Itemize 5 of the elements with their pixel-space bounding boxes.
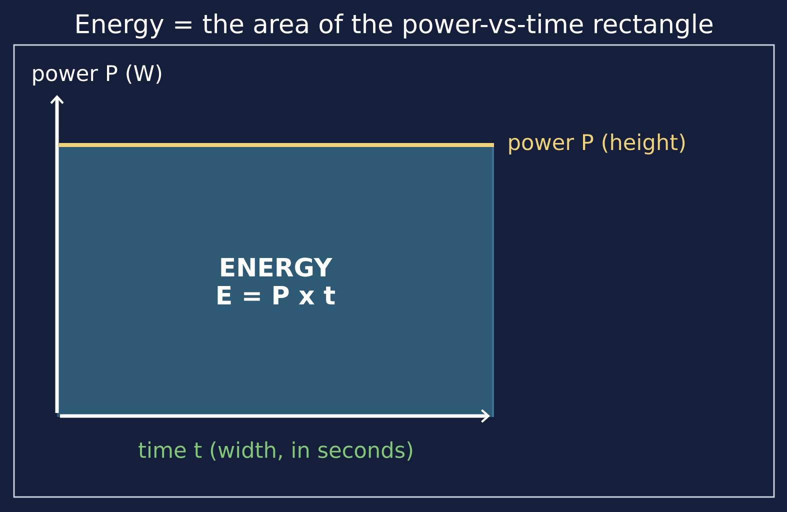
height-label: power P (height) — [509, 134, 685, 154]
energy-area: ENERGY E = P x t — [57, 145, 494, 417]
axis-label: time t (width, in seconds) — [138, 441, 412, 461]
title: Energy = the area of the power-vs-time rectangle — [76, 14, 712, 38]
axis-label: power P (W) — [33, 64, 162, 86]
